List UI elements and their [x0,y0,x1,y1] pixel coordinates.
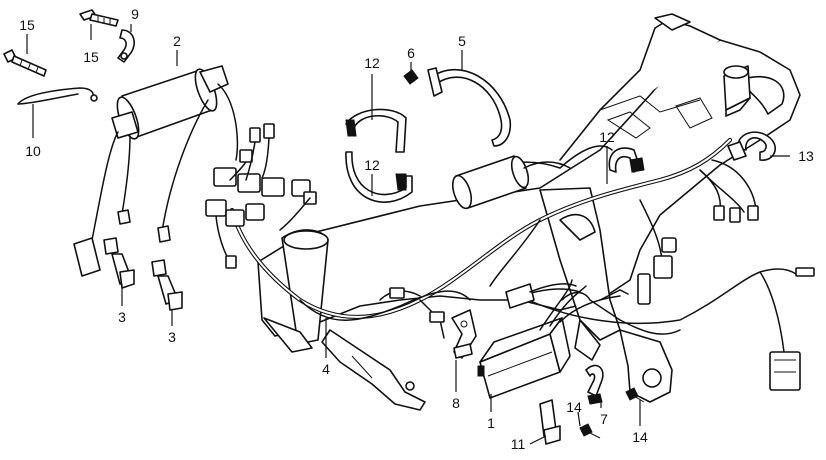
spark-plug-cap-3a [103,237,135,289]
band-13 [727,131,776,161]
band-12-lower [345,151,413,203]
callout-11: 11 [511,436,526,452]
frame [257,13,801,411]
leader-lines [26,24,790,445]
callout-5: 5 [458,33,466,49]
callout-1: 1 [487,415,495,431]
bolt-15-left [3,49,47,77]
cable-clamp-9 [117,29,135,63]
connector-11 [539,399,561,445]
wire-clip-10 [17,87,98,105]
callout-6: 6 [407,45,415,61]
callout-3-left: 3 [118,309,126,325]
screw-14-right [625,387,645,403]
callout-3-right: 3 [168,329,176,345]
clip-7 [585,364,604,405]
callout-15-upper: 15 [83,49,99,65]
callout-10: 10 [25,143,41,159]
band-12-upper [345,108,407,153]
cdi-unit-1 [477,279,621,399]
rear-regulator [723,65,751,117]
callout-12-right: 12 [599,129,615,145]
callout-7: 7 [600,411,608,427]
spark-plug-cap-3b [151,259,183,311]
callout-12-upper: 12 [364,55,380,71]
screw-6 [403,69,419,85]
bolt-15-upper [79,9,119,27]
ignition-coil-2 [73,65,239,277]
callout-4: 4 [322,361,330,377]
callout-8: 8 [452,395,460,411]
condenser-cylinder [451,155,571,210]
screw-14-center [579,423,601,439]
bracket-8 [451,309,477,359]
callout-14-right: 14 [632,429,648,445]
band-5 [427,67,512,147]
callout-14-center: 14 [566,399,582,415]
callout-15-left: 15 [19,17,35,33]
callout-2: 2 [173,33,181,49]
callout-labels: 15 15 9 2 10 3 3 4 12 12 6 5 12 13 8 1 1… [19,6,814,452]
callout-9: 9 [131,6,139,22]
callout-12-lower: 12 [364,157,380,173]
main-wiring-harness [205,123,815,391]
callout-13: 13 [798,148,814,164]
band-12-right [608,147,645,173]
